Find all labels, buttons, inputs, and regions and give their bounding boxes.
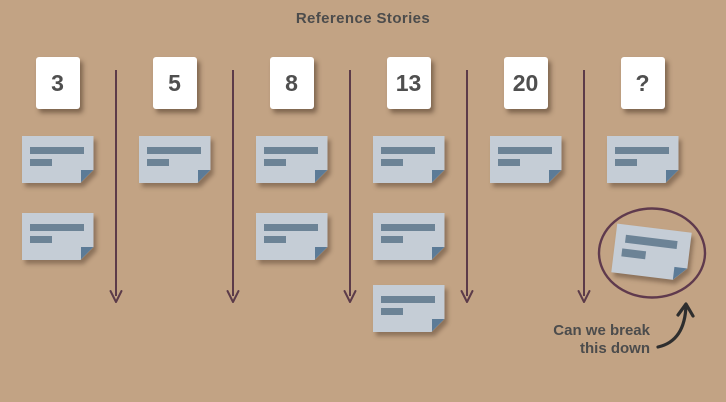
note-text-line-icon xyxy=(498,147,552,154)
story-note xyxy=(607,136,679,183)
note-text-line-icon xyxy=(615,159,637,166)
note-paper xyxy=(611,224,691,282)
story-note xyxy=(139,136,211,183)
note-paper xyxy=(256,213,328,260)
estimate-card-3: 3 xyxy=(35,57,80,109)
note-paper xyxy=(373,285,445,332)
estimate-value: 3 xyxy=(51,69,64,96)
note-fold-corner-icon xyxy=(81,170,94,183)
note-paper xyxy=(373,213,445,260)
estimate-value: 8 xyxy=(285,69,298,96)
note-fold-corner-icon xyxy=(432,170,445,183)
divider-arrow-down-icon xyxy=(226,68,240,306)
estimate-card-8: 8 xyxy=(269,57,314,109)
story-note xyxy=(373,285,445,332)
note-paper xyxy=(256,136,328,183)
estimate-card-?: ? xyxy=(620,57,665,109)
note-paper xyxy=(22,136,94,183)
note-fold-corner-icon xyxy=(315,170,328,183)
note-text-line-icon xyxy=(381,224,435,231)
note-text-line-icon xyxy=(381,236,403,243)
annotation-line2: this down xyxy=(580,340,650,357)
note-fold-corner-icon xyxy=(666,170,679,183)
note-fold-corner-icon xyxy=(432,247,445,260)
note-paper xyxy=(373,136,445,183)
divider-arrow-down-icon xyxy=(577,68,591,306)
note-text-line-icon xyxy=(498,159,520,166)
note-text-line-icon xyxy=(147,147,201,154)
note-fold-corner-icon xyxy=(315,247,328,260)
estimate-card-5: 5 xyxy=(152,57,197,109)
note-fold-corner-icon xyxy=(81,247,94,260)
story-note xyxy=(256,213,328,260)
note-text-line-icon xyxy=(30,236,52,243)
note-text-line-icon xyxy=(621,248,646,259)
note-text-line-icon xyxy=(615,147,669,154)
divider-arrow-down-icon xyxy=(343,68,357,306)
annotation-curved-arrow-icon xyxy=(656,302,695,349)
note-text-line-icon xyxy=(625,235,678,249)
note-text-line-icon xyxy=(264,147,318,154)
note-paper xyxy=(22,213,94,260)
highlight-circle xyxy=(597,207,707,299)
story-note xyxy=(490,136,562,183)
annotation-line1: Can we break xyxy=(553,322,650,339)
story-note xyxy=(373,213,445,260)
estimate-value: 13 xyxy=(395,69,422,96)
note-text-line-icon xyxy=(381,296,435,303)
note-text-line-icon xyxy=(264,236,286,243)
slide-title: Reference Stories xyxy=(295,10,431,27)
divider-arrow-down-icon xyxy=(109,68,123,306)
note-text-line-icon xyxy=(264,224,318,231)
note-text-line-icon xyxy=(264,159,286,166)
circled-story-note xyxy=(611,224,691,282)
note-text-line-icon xyxy=(30,159,52,166)
story-note xyxy=(22,136,94,183)
note-paper xyxy=(490,136,562,183)
note-text-line-icon xyxy=(30,147,84,154)
estimate-value: 20 xyxy=(512,69,539,96)
note-paper xyxy=(139,136,211,183)
note-paper xyxy=(607,136,679,183)
annotation-text: Can we break this down xyxy=(553,322,650,358)
note-text-line-icon xyxy=(381,147,435,154)
story-note xyxy=(22,213,94,260)
story-note xyxy=(373,136,445,183)
note-text-line-icon xyxy=(381,159,403,166)
note-fold-corner-icon xyxy=(549,170,562,183)
note-text-line-icon xyxy=(381,308,403,315)
note-text-line-icon xyxy=(147,159,169,166)
note-fold-corner-icon xyxy=(198,170,211,183)
note-fold-corner-icon xyxy=(432,319,445,332)
note-text-line-icon xyxy=(30,224,84,231)
estimate-value: ? xyxy=(635,69,650,96)
story-note xyxy=(256,136,328,183)
note-fold-corner-icon xyxy=(673,267,687,281)
estimate-card-20: 20 xyxy=(503,57,548,109)
estimate-card-13: 13 xyxy=(386,57,431,109)
divider-arrow-down-icon xyxy=(460,68,474,306)
estimate-value: 5 xyxy=(168,69,181,96)
